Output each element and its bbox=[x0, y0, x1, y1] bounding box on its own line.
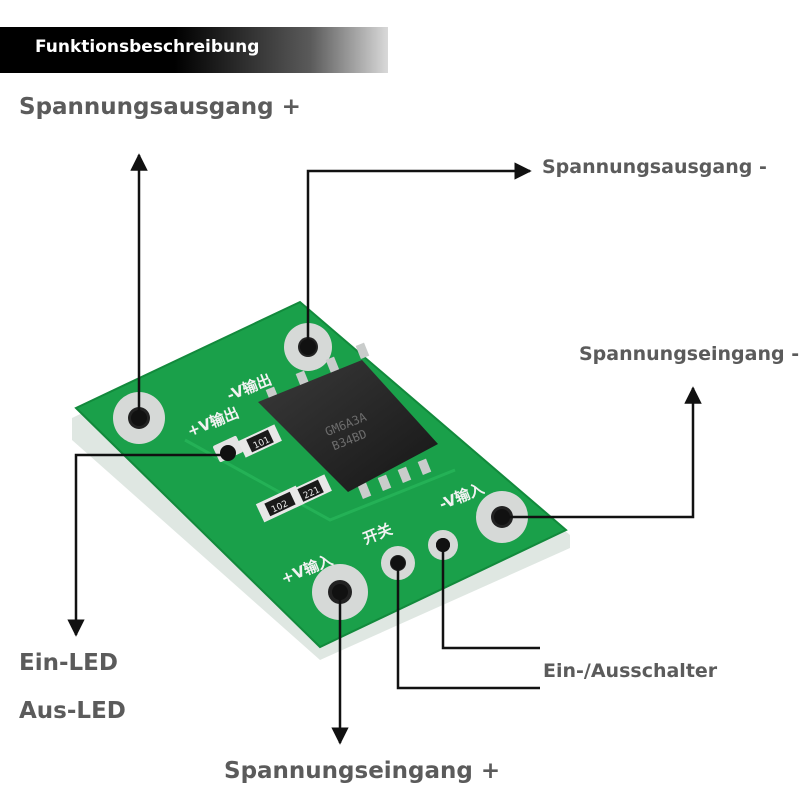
line-switch-2 bbox=[441, 545, 540, 650]
label-input-minus: Spannungseingang - bbox=[579, 343, 800, 365]
label-output-minus: Spannungsausgang - bbox=[542, 156, 767, 178]
arrow-input-minus bbox=[502, 386, 702, 519]
resistor-1: 101 bbox=[238, 424, 282, 458]
header-title: Funktionsbeschreibung bbox=[35, 37, 260, 57]
label-output-plus: Spannungsausgang + bbox=[19, 94, 301, 120]
arrow-led bbox=[67, 453, 228, 637]
label-led-off: Aus-LED bbox=[19, 698, 126, 724]
arrow-output-minus bbox=[306, 162, 532, 347]
label-led-on: Ein-LED bbox=[19, 650, 118, 676]
ic-chip bbox=[258, 360, 438, 492]
resistor-3: 102 bbox=[255, 485, 305, 523]
header-banner: Funktionsbeschreibung bbox=[0, 27, 388, 73]
line-switch-1 bbox=[396, 563, 540, 690]
label-switch: Ein-/Ausschalter bbox=[543, 660, 718, 682]
label-input-plus: Spannungseingang + bbox=[224, 758, 501, 784]
